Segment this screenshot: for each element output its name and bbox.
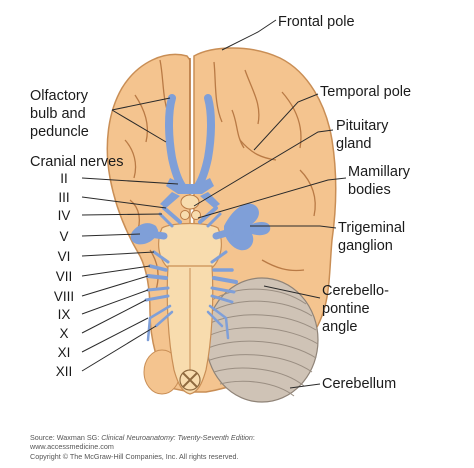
nerve-iv-root-left: [158, 212, 174, 228]
nerve-label-v: V: [59, 229, 68, 244]
olfactory-tracts: [165, 94, 215, 190]
nerve-label-x: X: [59, 326, 68, 341]
nerve-vii-root-left: [148, 264, 168, 272]
trigeminal-ganglion-left: [130, 223, 158, 245]
spinal-cord-section: [179, 369, 201, 391]
nerve-label-viii: VIII: [54, 289, 74, 304]
label-cerebellopontine-line3: angle: [322, 319, 357, 335]
brainstem: [158, 222, 222, 395]
label-olfactory-line1: Olfactory: [30, 88, 89, 104]
label-cranial-nerves: Cranial nerves: [30, 154, 124, 170]
nerve-label-iii: III: [58, 190, 69, 205]
structure-labels: Frontal pole Olfactory bulb and peduncle…: [30, 14, 411, 392]
label-cerebellopontine-line1: Cerebello-: [322, 283, 389, 299]
credit-source: Source: Waxman SG: Clinical Neuroanatomy…: [30, 434, 255, 441]
credit-copyright: Copyright © The McGraw-Hill Companies, I…: [30, 452, 239, 461]
olfactory-tract-left: [165, 94, 186, 190]
nerve-xii-root-right: [206, 310, 224, 328]
label-olfactory-line2: bulb and: [30, 106, 86, 122]
optic-tract-left: [160, 192, 180, 208]
label-pituitary-line2: gland: [336, 136, 371, 152]
leader-lines: [81, 19, 347, 389]
label-mamillary-line2: bodies: [348, 182, 391, 198]
label-trigeminal-line1: Trigeminal: [338, 220, 405, 236]
label-pituitary-line1: Pituitary: [336, 118, 389, 134]
nerve-label-ix: IX: [58, 307, 71, 322]
label-trigeminal-line2: ganglion: [338, 238, 393, 254]
credit-source-prefix: Source: Waxman SG:: [30, 433, 102, 442]
cranial-nerve-roots: [144, 206, 238, 342]
nerve-xi-root-right: [208, 304, 230, 340]
nerve-viii-root-left: [146, 274, 168, 280]
label-cerebellopontine-line2: pontine: [322, 301, 370, 317]
nerve-label-xi: XI: [58, 345, 71, 360]
mamillary-body-left: [180, 210, 190, 220]
credit-source-suffix: :: [252, 433, 255, 442]
trigeminal-ganglion: [224, 203, 271, 251]
nerve-vi-root-right: [210, 250, 228, 264]
cranial-nerve-numerals: II III IV V VI VII VIII IX X XI XII: [54, 171, 74, 379]
optic-tract-right: [200, 192, 220, 208]
mamillary-body-right: [191, 210, 201, 220]
label-mamillary-line1: Mamillary: [348, 164, 411, 180]
nerve-label-xii: XII: [56, 364, 73, 379]
nerve-iv-root-right: [206, 212, 222, 228]
pons: [158, 222, 222, 269]
nerve-xii-root-left: [154, 310, 174, 328]
optic-structures: [160, 178, 220, 208]
nerve-xi-root-left: [146, 304, 172, 342]
cerebellum: [143, 277, 319, 403]
cerebellar-folia: [207, 288, 319, 397]
nerve-ix-root-left: [146, 286, 170, 292]
credit-url: www.accessmedicine.com: [30, 442, 114, 451]
label-frontal-pole: Frontal pole: [278, 14, 355, 30]
nerve-vi-root-left: [152, 250, 170, 264]
credit-source-title: Clinical Neuroanatomy: Twenty-Seventh Ed…: [101, 433, 253, 442]
nerve-label-vii: VII: [56, 269, 73, 284]
optic-chiasm: [166, 178, 214, 194]
nerve-label-vi: VI: [58, 249, 71, 264]
olfactory-tract-right: [194, 94, 215, 190]
nerve-viii-root-right: [212, 276, 238, 284]
nerve-v-root-left: [146, 230, 168, 240]
nerve-v-root-right: [212, 228, 234, 240]
nerve-x-root-left: [144, 294, 170, 302]
nerve-label-iv: IV: [58, 208, 71, 223]
pituitary-gland: [180, 194, 200, 210]
label-olfactory-line3: peduncle: [30, 124, 89, 140]
nerve-iii-root-left: [162, 206, 182, 224]
label-temporal-pole: Temporal pole: [320, 84, 411, 100]
nerve-label-ii: II: [60, 171, 68, 186]
nerve-x-root-right: [210, 294, 234, 304]
label-cerebellum: Cerebellum: [322, 376, 396, 392]
nerve-ix-root-right: [210, 286, 236, 294]
